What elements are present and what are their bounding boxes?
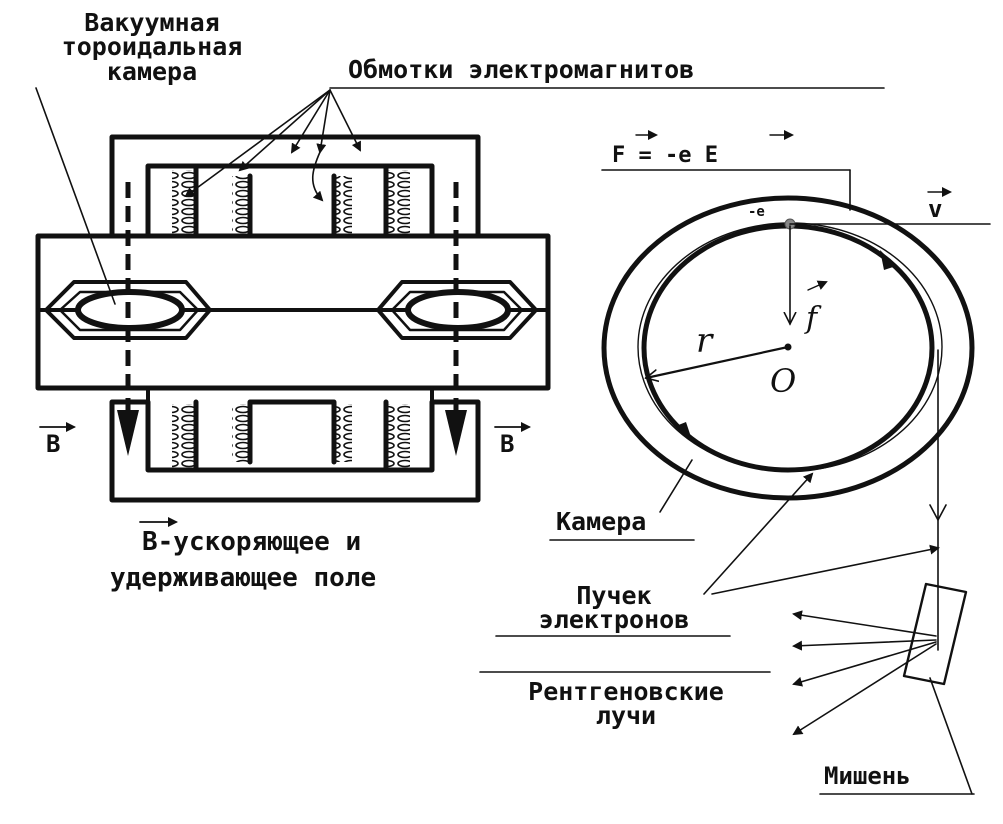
charge-label: -e <box>748 204 765 220</box>
coil-upper-mid-right <box>334 176 352 234</box>
xray-1 <box>792 610 937 637</box>
b-field-caption: B-ускоряющее и удерживающее поле <box>110 517 376 593</box>
center-label: O <box>770 362 796 400</box>
radius-line <box>646 345 790 378</box>
target-label: Мишень <box>824 762 911 790</box>
coil-upper-mid-left <box>232 176 250 234</box>
beam-pointer-exit <box>711 544 940 595</box>
vacuum-chamber-line-3: камера <box>107 57 197 86</box>
coil-pointer-3 <box>290 89 331 154</box>
coil-pointer-4 <box>316 89 331 154</box>
coil-lower-mid-right <box>334 404 352 462</box>
b-labels: B B <box>39 422 531 458</box>
upper-yoke <box>109 134 481 239</box>
b-label-left: B <box>46 430 60 458</box>
chamber-label: Камера <box>556 507 646 536</box>
vacuum-chamber-line-1: Вакуумная <box>84 8 219 37</box>
upper-pole <box>193 163 389 239</box>
coil-lower-mid-left <box>232 404 250 462</box>
orbit-arrow-bottom <box>676 422 692 440</box>
b-caption-line-1: B-ускоряющее и <box>142 527 361 557</box>
coil-upper-right <box>388 170 410 234</box>
coil-pointer-1 <box>184 89 331 198</box>
coils-label-group: Обмотки электромагнитов <box>184 55 885 202</box>
hex-housing-left-inner <box>58 290 200 332</box>
beam-pointer-chamber <box>703 472 814 595</box>
b-arrow-right <box>445 410 467 456</box>
coil-upper-left <box>172 170 194 234</box>
coil-lower-left <box>172 404 194 468</box>
orbit-arrow-top <box>880 250 896 270</box>
xray-2 <box>792 639 937 651</box>
xray-3 <box>792 641 937 687</box>
lower-pole <box>193 399 389 473</box>
coil-lower-right <box>388 404 410 468</box>
velocity-label: v <box>928 195 942 223</box>
radius-label: r <box>696 321 714 361</box>
xray-label-group: Рентгеновские лучи <box>479 671 771 730</box>
chamber-outer-ring <box>601 195 975 501</box>
b-caption-line-2: удерживающее поле <box>110 563 376 593</box>
beam-label-line-1: Пучек <box>576 581 651 610</box>
vacuum-chamber-pointer <box>35 87 116 305</box>
coil-pointer-5 <box>329 89 361 152</box>
lower-yoke <box>109 399 481 503</box>
hex-housing-right <box>376 280 538 340</box>
xray-label-line-1: Рентгеновские <box>528 677 724 706</box>
beam-label-line-2: электронов <box>539 605 690 634</box>
target-pointer <box>929 677 973 795</box>
chamber-label-group: Камера <box>549 459 695 541</box>
hex-housing-left <box>44 280 212 340</box>
hex-housing-right-inner <box>390 290 524 332</box>
electromagnet-cross-section <box>35 134 551 503</box>
xray-4 <box>792 643 937 736</box>
beam-label-group: Пучек электронов <box>495 472 940 637</box>
vacuum-chamber-line-2: тороидальная <box>62 32 243 61</box>
coil-pointer-2 <box>238 89 331 172</box>
vacuum-chamber-label: Вакуумная тороидальная камера <box>35 8 243 305</box>
xray-label-line-2: лучи <box>596 701 656 730</box>
small-force-label: f <box>804 301 822 336</box>
coils-label: Обмотки электромагнитов <box>348 55 694 84</box>
b-arrow-left <box>117 410 139 456</box>
target-group: Мишень <box>792 582 975 795</box>
core-body <box>35 233 551 391</box>
chamber-top-view: F = -e E -e v f O r <box>601 130 991 651</box>
target-plate <box>902 582 968 686</box>
force-label: F = -e E <box>612 143 718 168</box>
b-label-right: B <box>500 430 514 458</box>
